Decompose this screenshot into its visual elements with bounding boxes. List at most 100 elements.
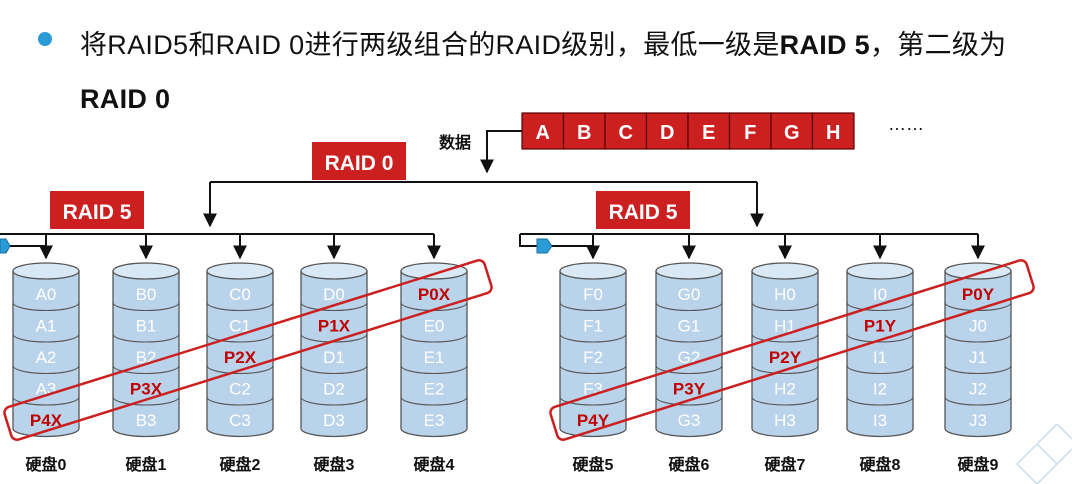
disk-separator (206, 365, 274, 375)
data-cell: G0 (678, 285, 701, 304)
disk-separator (12, 333, 80, 343)
disk-body (12, 270, 80, 438)
title-part1: 将RAID5和RAID 0进行两级组合的RAID级别，最低一级是 (80, 30, 780, 60)
disk-top (12, 262, 80, 280)
title-bold1: RAID 5 (779, 30, 870, 60)
title-part2: ，第二级为 (869, 30, 1007, 60)
data-cell: C0 (229, 285, 251, 304)
parity-cell: P4Y (577, 411, 610, 430)
data-cell: F1 (583, 317, 603, 336)
left-connector-icon (0, 238, 11, 254)
data-cell: B1 (136, 317, 157, 336)
disk-body (400, 270, 468, 438)
disk-separator (12, 365, 80, 375)
data-cell: G1 (678, 317, 701, 336)
data-block-label: D (660, 122, 674, 144)
disk-separator (655, 302, 723, 312)
ellipsis: …… (888, 114, 924, 134)
data-cell: A2 (36, 348, 57, 367)
disk-separator (559, 365, 627, 375)
data-cell: J3 (969, 411, 987, 430)
data-cell: H2 (774, 380, 796, 399)
data-block-label: A (536, 122, 550, 144)
data-block (562, 112, 606, 150)
disk-body (559, 270, 627, 438)
raid5-box-right (596, 191, 690, 229)
disk-separator (400, 333, 468, 343)
disk-name: 硬盘1 (126, 455, 167, 474)
disk-top (944, 262, 1012, 280)
page-title: 将RAID5和RAID 0进行两级组合的RAID级别，最低一级是RAID 5，第… (80, 18, 1040, 126)
disk-top (559, 262, 627, 280)
title-bold2: RAID 0 (80, 84, 171, 114)
data-cell: B3 (136, 411, 157, 430)
disk-separator (751, 333, 819, 343)
parity-cell: P1Y (864, 317, 897, 336)
data-cell: J1 (969, 348, 987, 367)
disk-name: 硬盘4 (414, 455, 455, 474)
disk-separator (846, 302, 914, 312)
parity-cell: P2X (224, 348, 257, 367)
disk-body (751, 270, 819, 438)
parity-cell: P4X (30, 411, 63, 430)
data-block (687, 112, 731, 150)
corner-decoration (1015, 424, 1072, 484)
data-cell: H0 (774, 285, 796, 304)
parity-band-right (549, 259, 1035, 441)
disk-separator (300, 396, 368, 406)
data-cell: C1 (229, 317, 251, 336)
disk-separator (655, 365, 723, 375)
disk-separator (400, 396, 468, 406)
disk-separator (846, 365, 914, 375)
disk-name: 硬盘0 (26, 455, 67, 474)
disk-separator (944, 396, 1012, 406)
disk-top (751, 262, 819, 280)
parity-cell: P3Y (673, 380, 706, 399)
data-cell: E1 (424, 348, 445, 367)
disk-separator (112, 333, 180, 343)
disk-separator (12, 396, 80, 406)
disk-separator (944, 365, 1012, 375)
disk-separator (112, 396, 180, 406)
data-cell: B0 (136, 285, 157, 304)
raid0-label: RAID 0 (325, 152, 394, 175)
data-cell: J2 (969, 380, 987, 399)
disk-body (944, 270, 1012, 438)
disk-separator (112, 302, 180, 312)
disk-name: 硬盘2 (220, 455, 261, 474)
data-block-label: G (784, 122, 800, 144)
data-cell: D3 (323, 411, 345, 430)
disk-separator (206, 302, 274, 312)
disk-separator (300, 365, 368, 375)
disk-name: 硬盘3 (314, 455, 355, 474)
disk-separator (400, 365, 468, 375)
data-cell: I3 (873, 411, 887, 430)
disk-top (846, 262, 914, 280)
disk-body (206, 270, 274, 438)
data-block-label: E (702, 122, 715, 144)
disk-body (846, 270, 914, 438)
data-cell: D2 (323, 380, 345, 399)
data-block (811, 112, 855, 150)
raid0-box (312, 142, 406, 180)
parity-band-left (3, 259, 493, 441)
data-cell: F0 (583, 285, 603, 304)
data-block (604, 112, 648, 150)
raid5-label-left: RAID 5 (63, 201, 132, 224)
data-cell: C2 (229, 380, 251, 399)
disk-separator (112, 365, 180, 375)
bullet-dot (38, 32, 52, 46)
disk-top (300, 262, 368, 280)
data-cell: H1 (774, 317, 796, 336)
disk-top (206, 262, 274, 280)
disk-separator (751, 396, 819, 406)
disk-separator (206, 396, 274, 406)
